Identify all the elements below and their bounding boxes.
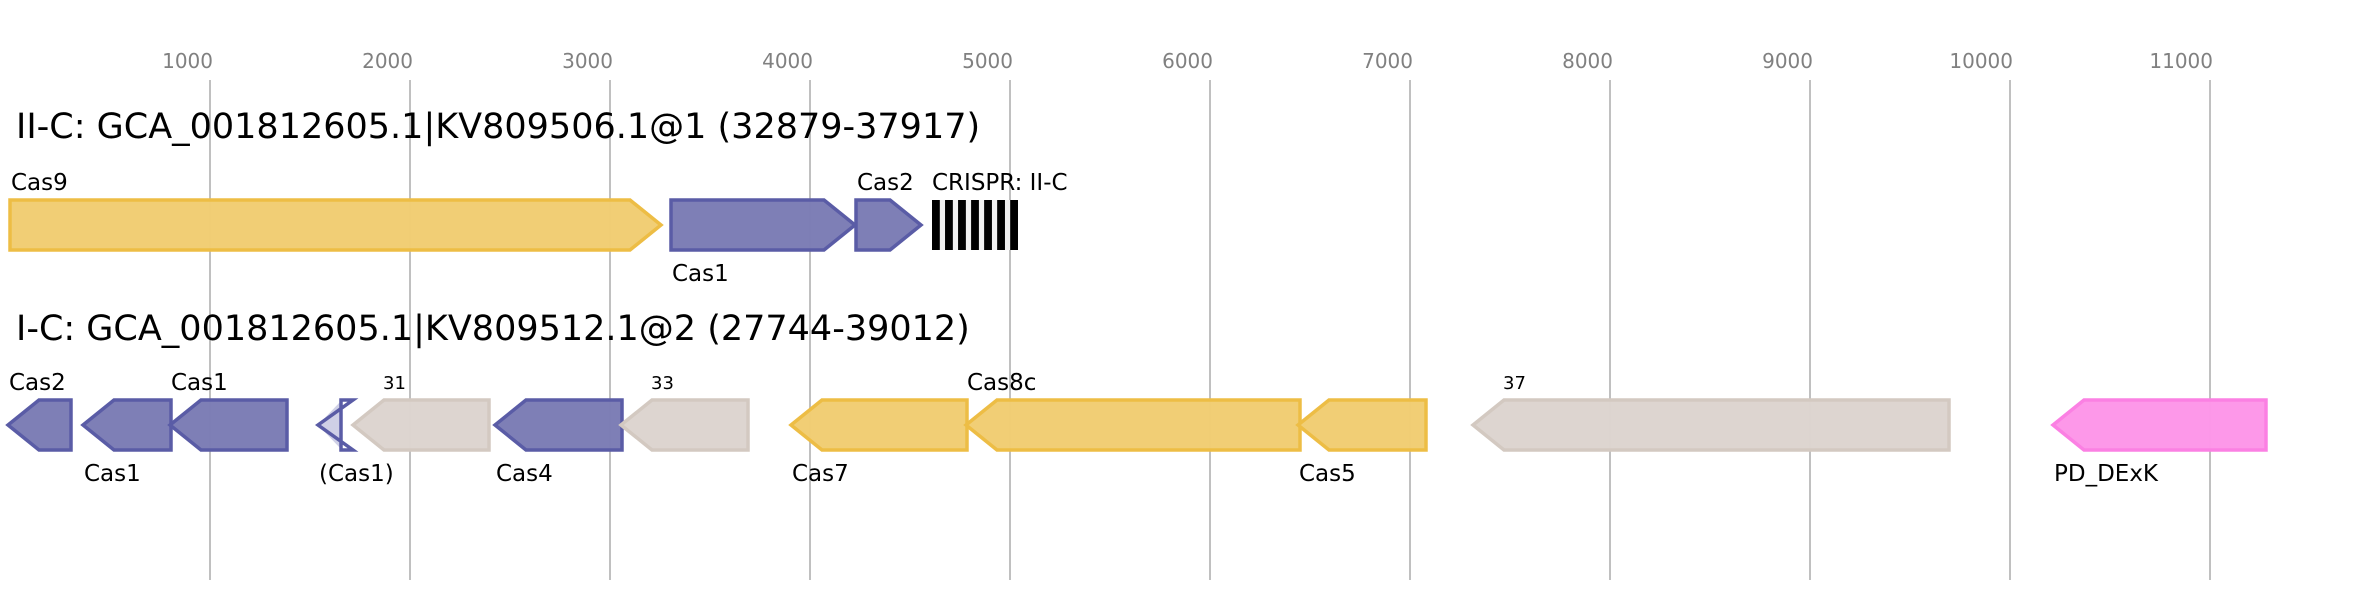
gene-label: 33 xyxy=(651,373,674,394)
tick-label: 8000 xyxy=(1562,49,1613,73)
gene-label: Cas1 xyxy=(84,461,141,487)
gene-shape xyxy=(8,198,664,252)
gene-cas9[interactable]: Cas9 xyxy=(8,170,664,252)
tick-label: 10000 xyxy=(1949,49,2013,73)
gene-shape xyxy=(167,398,289,452)
gene-cas2[interactable]: Cas2 xyxy=(854,170,924,252)
gene-outline xyxy=(314,398,359,452)
gene-shape xyxy=(618,398,750,452)
crispr-repeat xyxy=(932,200,940,250)
gene-shape xyxy=(1295,398,1428,452)
crispr-repeat xyxy=(971,200,979,250)
gene-label: Cas2 xyxy=(9,370,66,396)
gene-label: Cas1 xyxy=(171,370,228,396)
gene-33[interactable]: 33 xyxy=(618,373,750,452)
crispr-array[interactable]: CRISPR: II-C xyxy=(932,170,1068,250)
gene-label: Cas2 xyxy=(857,170,914,196)
crispr-repeat xyxy=(997,200,1005,250)
gene-shape xyxy=(2050,398,2268,452)
tick-label: 6000 xyxy=(1162,49,1213,73)
tick-label: 5000 xyxy=(962,49,1013,73)
gene-cas2[interactable]: Cas2 xyxy=(5,370,73,452)
gene-label: 31 xyxy=(383,373,406,394)
gene-shape xyxy=(788,398,969,452)
gene-shape xyxy=(318,401,341,449)
gene-shape xyxy=(5,398,73,452)
gene-shape xyxy=(1470,398,1951,452)
crispr-repeat xyxy=(984,200,992,250)
gene-31[interactable]: 31 xyxy=(350,373,491,452)
gene-shape xyxy=(669,198,858,252)
gene-label: 37 xyxy=(1503,373,1526,394)
track-title-2: I-C: GCA_001812605.1|KV809512.1@2 (27744… xyxy=(16,309,970,349)
gene-shape xyxy=(963,398,1302,452)
gene-label: PD_DExK xyxy=(2054,461,2159,487)
gene-label: Cas1 xyxy=(672,261,729,287)
axis-grid: 1000 2000 3000 4000 5000 6000 7000 8000 9000 1000… xyxy=(162,49,2213,580)
gene-shape xyxy=(350,398,491,452)
gene-pd-dexk[interactable]: PD_DExK xyxy=(2050,398,2268,487)
gene-label: Cas8c xyxy=(967,370,1036,396)
track-2-genes: Cas2Cas1Cas1(Cas1)31Cas433Cas7Cas8cCas53… xyxy=(5,370,2268,487)
gene-cas5[interactable]: Cas5 xyxy=(1295,398,1428,487)
gene-cas7[interactable]: Cas7 xyxy=(788,398,969,487)
tick-label: 2000 xyxy=(362,49,413,73)
gene-cas1[interactable]: Cas1 xyxy=(167,370,289,452)
crispr-repeat xyxy=(945,200,953,250)
tick-label: 3000 xyxy=(562,49,613,73)
crispr-repeat xyxy=(1010,200,1018,250)
gene-cas1[interactable]: (Cas1) xyxy=(314,398,394,487)
gene-label: Cas7 xyxy=(792,461,849,487)
tick-label: 1000 xyxy=(162,49,213,73)
tick-label: 7000 xyxy=(1362,49,1413,73)
gene-cas8c[interactable]: Cas8c xyxy=(963,370,1302,452)
gene-37[interactable]: 37 xyxy=(1470,373,1951,452)
gene-shape xyxy=(854,198,924,252)
tick-label: 11000 xyxy=(2149,49,2213,73)
gene-shape xyxy=(80,398,173,452)
gene-label: Cas5 xyxy=(1299,461,1356,487)
tick-label: 9000 xyxy=(1762,49,1813,73)
gene-label: Cas9 xyxy=(11,170,68,196)
crispr-label: CRISPR: II-C xyxy=(932,170,1068,196)
track-title-1: II-C: GCA_001812605.1|KV809506.1@1 (3287… xyxy=(16,107,980,147)
crispr-repeat xyxy=(958,200,966,250)
gene-label: Cas4 xyxy=(496,461,553,487)
gene-shape xyxy=(492,398,624,452)
gene-cas4[interactable]: Cas4 xyxy=(492,398,624,487)
gene-cas1[interactable]: Cas1 xyxy=(80,398,173,487)
gene-cas1[interactable]: Cas1 xyxy=(669,198,858,287)
tick-label: 4000 xyxy=(762,49,813,73)
gene-label: (Cas1) xyxy=(319,461,394,487)
